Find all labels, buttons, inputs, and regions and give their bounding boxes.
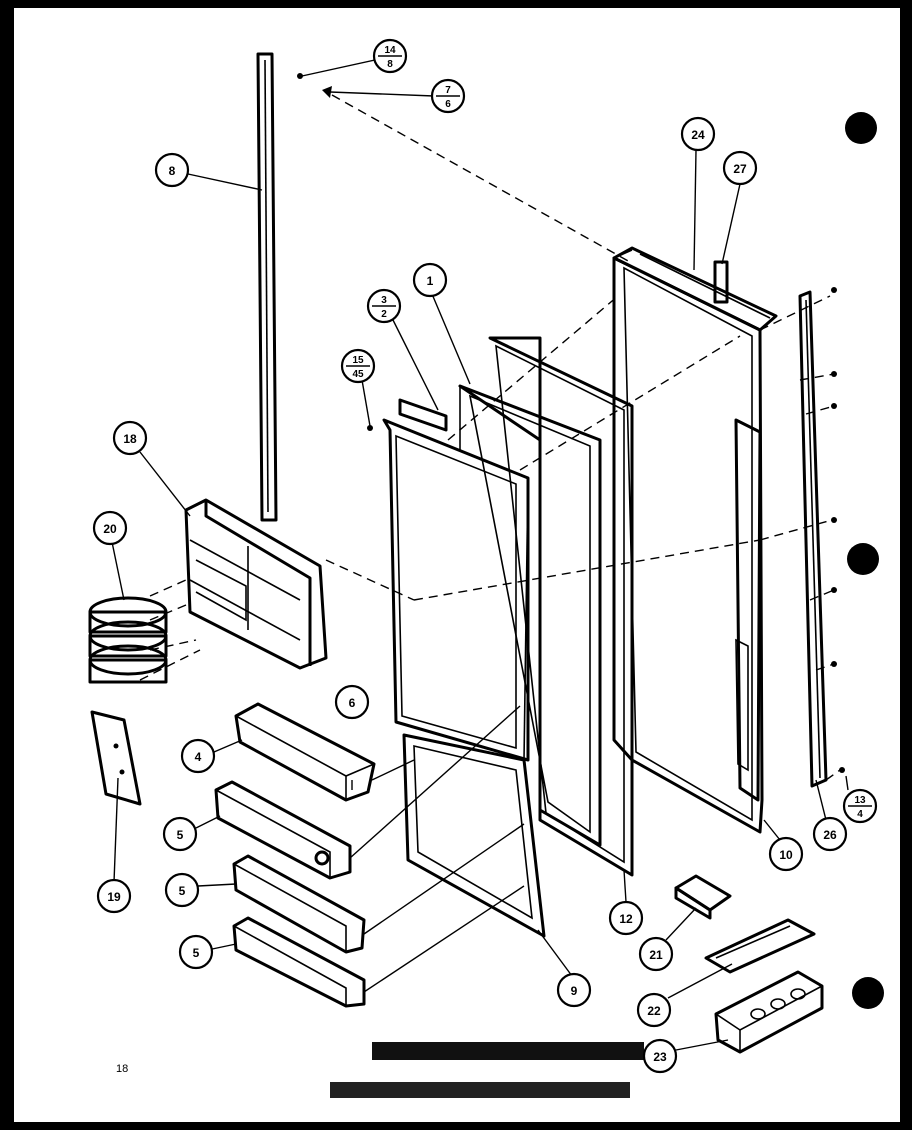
callout-7-6-top: 7 [445, 85, 451, 96]
callout-14-8: 14 8 [372, 38, 408, 74]
callout-22-label: 22 [647, 1004, 661, 1018]
callout-5-upper-label: 5 [177, 828, 184, 842]
callout-8: 8 [154, 152, 190, 188]
part-5-door-bin-middle [232, 854, 366, 954]
assembly-lines [139, 295, 841, 781]
callout-19-label: 19 [107, 890, 121, 904]
callout-23-label: 23 [653, 1050, 667, 1064]
callout-14-8-bottom: 8 [387, 59, 393, 70]
part-1-door-gasket [458, 384, 602, 847]
callout-19: 19 [96, 878, 132, 914]
callout-5-middle: 5 [164, 872, 200, 908]
part-27-spring [713, 260, 729, 304]
callout-3-2: 3 2 [366, 288, 402, 324]
registration-dot-middle [847, 543, 879, 575]
callout-6: 6 [334, 684, 370, 720]
part-9-door-breaker-frame [402, 477, 546, 938]
callout-21-label: 21 [649, 948, 663, 962]
callout-5-lower-label: 5 [193, 946, 200, 960]
callout-4: 4 [180, 738, 216, 774]
callout-6-label: 6 [349, 696, 356, 710]
callout-20-label: 20 [103, 522, 117, 536]
hinge-screws [297, 73, 631, 263]
part-5-door-bin-lower [232, 916, 366, 1008]
callout-5-lower: 5 [178, 934, 214, 970]
callout-13-4-bottom: 4 [857, 809, 863, 820]
screw-dots [367, 287, 845, 773]
callout-15-45-bottom: 45 [352, 369, 364, 380]
callout-8-label: 8 [169, 164, 176, 178]
part-5-door-bin-upper [214, 780, 352, 880]
callout-10-label: 10 [779, 848, 793, 862]
callout-4-label: 4 [195, 750, 202, 764]
callout-9: 9 [556, 972, 592, 1008]
callout-12: 12 [608, 900, 644, 936]
part-20-egg-containers [88, 596, 168, 684]
scan-smudge [372, 1042, 644, 1060]
callout-24-label: 24 [691, 128, 705, 142]
callout-26-label: 26 [823, 828, 837, 842]
callout-5-middle-label: 5 [179, 884, 186, 898]
registration-dot-top [845, 112, 877, 144]
callout-15-45: 15 45 [340, 348, 376, 384]
part-3-door-liner [382, 398, 530, 762]
callout-27-label: 27 [733, 162, 747, 176]
registration-dot-bottom [852, 977, 884, 1009]
callout-15-45-top: 15 [352, 355, 364, 366]
callout-20: 20 [92, 510, 128, 546]
callout-9-label: 9 [571, 984, 578, 998]
page-number: 18 [116, 1063, 128, 1075]
callout-18: 18 [112, 420, 148, 456]
part-26-side-hinge-strip [798, 290, 828, 788]
callout-21: 21 [638, 936, 674, 972]
callout-1-label: 1 [427, 274, 434, 288]
callout-23: 23 [642, 1038, 678, 1074]
callout-7-6-bottom: 6 [445, 99, 451, 110]
part-12-outer-door-panel [488, 336, 634, 877]
callout-13-4-top: 13 [854, 795, 866, 806]
bin-leader-lines [349, 705, 525, 993]
part-24-top-cap [612, 246, 778, 332]
callout-13-4: 13 4 [842, 788, 878, 824]
part-8-gasket-strip [256, 52, 278, 522]
callout-12-label: 12 [619, 912, 633, 926]
callout-7-6: 7 6 [430, 78, 466, 114]
part-4-door-bin [234, 702, 376, 802]
part-23-ice-bin [714, 970, 824, 1054]
part-10-door-assembly [612, 249, 764, 834]
part-19-cover-plate [90, 710, 142, 806]
callout-26: 26 [812, 816, 848, 852]
callout-22: 22 [636, 992, 672, 1028]
part-21-small-tray [674, 874, 732, 920]
callout-10: 10 [768, 836, 804, 872]
callout-5-upper: 5 [162, 816, 198, 852]
callout-3-2-bottom: 2 [381, 309, 387, 320]
scan-smudge [330, 1082, 630, 1098]
part-22-ice-bin-cover [704, 918, 816, 974]
part-18-shelf-cage [184, 498, 328, 670]
callout-24: 24 [680, 116, 716, 152]
callout-27: 27 [722, 150, 758, 186]
callout-18-label: 18 [123, 432, 137, 446]
callout-14-8-top: 14 [384, 45, 396, 56]
callout-1: 1 [412, 262, 448, 298]
callout-3-2-top: 3 [381, 295, 387, 306]
